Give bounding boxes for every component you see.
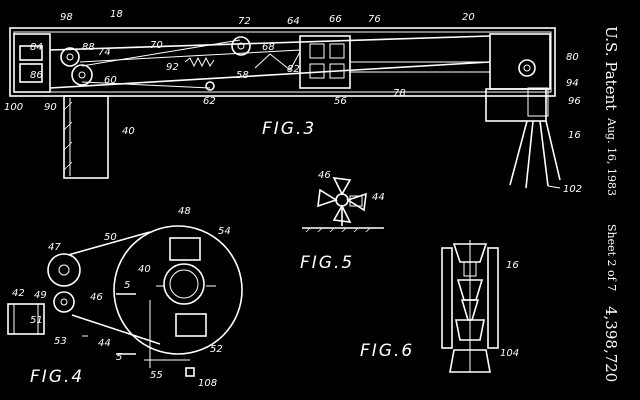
label-49: 49 [34, 290, 47, 301]
label-47: 47 [48, 242, 61, 253]
figure-4-labels: 48 50 54 47 40 42 49 46 5 51 53 44 52 5 … [12, 206, 231, 389]
label-88: 88 [82, 42, 95, 53]
label-74: 74 [98, 47, 111, 58]
label-98: 98 [60, 12, 73, 23]
figure-6-caption: FIG.6 [360, 341, 414, 361]
label-94: 94 [566, 78, 579, 89]
label-102: 102 [563, 184, 582, 195]
figure-3-drawing [9, 27, 561, 189]
label-54: 54 [218, 226, 231, 237]
patent-header: U.S. Patent Aug. 16, 1983 Sheet 2 of 7 4… [602, 26, 620, 382]
figure-4-caption: FIG.4 [30, 367, 84, 387]
figure-5-labels: 46 44 FIG.5 [300, 170, 385, 273]
patent-office: U.S. Patent [602, 26, 620, 110]
label-46: 46 [90, 292, 103, 303]
label-76: 76 [368, 14, 381, 25]
label-5-lower: 5 [116, 352, 122, 363]
label-53: 53 [54, 336, 67, 347]
label-78: 78 [393, 88, 406, 99]
label-48: 48 [178, 206, 191, 217]
label-68: 68 [262, 42, 275, 53]
label-51: 51 [30, 315, 43, 326]
label-55: 55 [150, 370, 163, 381]
label-5-upper: 5 [124, 280, 130, 291]
label-46: 46 [318, 170, 331, 181]
figure-3-caption: FIG.3 [262, 119, 316, 139]
figure-5-caption: FIG.5 [300, 253, 354, 273]
label-56: 56 [334, 96, 347, 107]
label-84: 84 [30, 42, 43, 53]
patent-date: Aug. 16, 1983 [605, 117, 618, 196]
label-62: 62 [203, 96, 216, 107]
label-90: 90 [44, 102, 57, 113]
label-40: 40 [122, 126, 135, 137]
label-80: 80 [566, 52, 579, 63]
label-92: 92 [166, 62, 179, 73]
label-82: 82 [287, 64, 300, 75]
patent-number: 4,398,720 [602, 306, 620, 382]
figure-3-labels: 98 18 72 64 66 76 20 84 88 74 70 68 80 8… [4, 9, 582, 195]
label-72: 72 [238, 16, 251, 27]
label-70: 70 [150, 40, 163, 51]
label-44: 44 [372, 192, 385, 203]
patent-sheet: Sheet 2 of 7 [605, 224, 618, 291]
label-66: 66 [329, 14, 342, 25]
figure-5-drawing [302, 177, 384, 233]
label-52: 52 [210, 344, 223, 355]
label-40: 40 [138, 264, 151, 275]
label-16: 16 [506, 260, 519, 271]
label-100: 100 [4, 102, 23, 113]
figure-6-labels: 16 104 FIG.6 [360, 260, 519, 361]
label-58: 58 [236, 70, 249, 81]
label-18: 18 [110, 9, 123, 20]
label-42: 42 [12, 288, 25, 299]
figure-4-drawing [7, 225, 243, 377]
label-104: 104 [500, 348, 519, 359]
label-64: 64 [287, 16, 300, 27]
label-86: 86 [30, 70, 43, 81]
label-20: 20 [462, 12, 475, 23]
label-44: 44 [98, 338, 111, 349]
label-50: 50 [104, 232, 117, 243]
label-108: 108 [198, 378, 217, 389]
label-96: 96 [568, 96, 581, 107]
figure-6-drawing [441, 240, 499, 373]
label-60: 60 [104, 75, 117, 86]
label-16: 16 [568, 130, 581, 141]
